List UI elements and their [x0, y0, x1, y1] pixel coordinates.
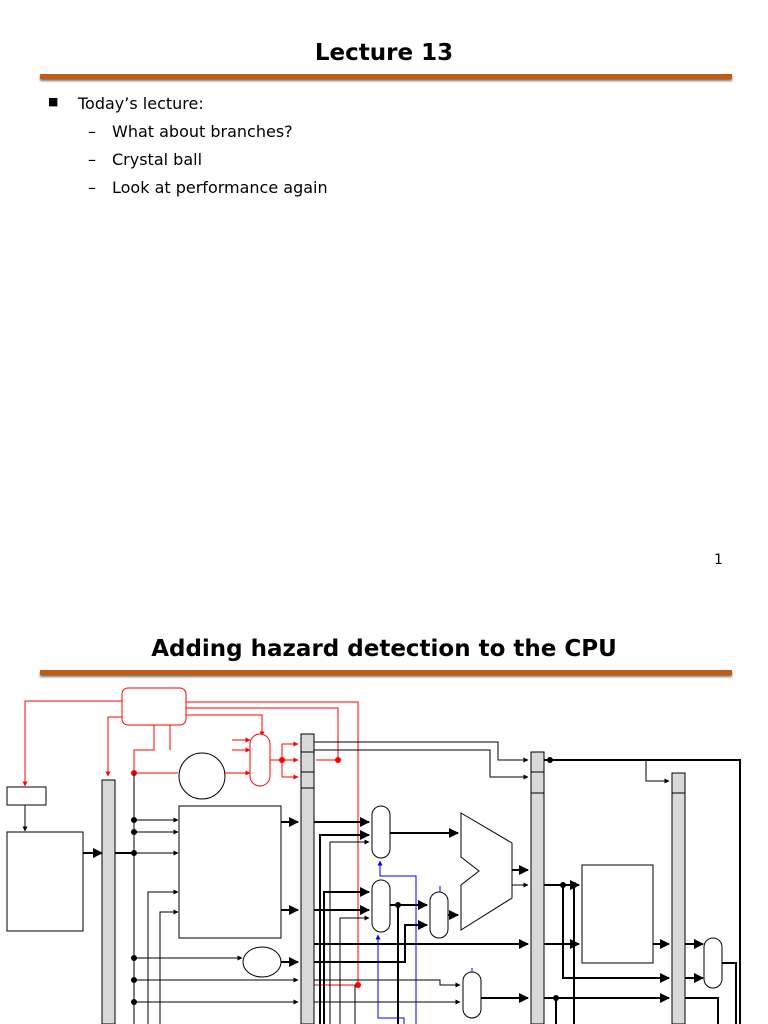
alu-unit	[460, 812, 513, 931]
alu-src-mux	[429, 891, 449, 939]
instruction-memory	[6, 831, 84, 932]
sub-item-text: Crystal ball	[112, 150, 203, 169]
mem-wb-register	[671, 772, 686, 1024]
if-id-register	[101, 779, 116, 1024]
title-rule	[40, 670, 732, 675]
pc-register	[6, 786, 47, 806]
sub-item: –Crystal ball	[88, 150, 203, 169]
data-memory	[581, 864, 654, 964]
ex-mem-register	[530, 751, 545, 1024]
square-bullet-icon: ■	[48, 95, 59, 108]
id-ex-register	[300, 733, 315, 1024]
forward-a-mux	[371, 805, 391, 859]
forward-b-mux	[371, 879, 391, 933]
control-unit	[178, 752, 226, 800]
bullet-text: Today’s lecture:	[78, 94, 204, 113]
slide-title: Adding hazard detection to the CPU	[151, 636, 617, 662]
sub-item: –Look at performance again	[88, 178, 328, 197]
slide-title: Lecture 13	[314, 40, 454, 66]
title-rule	[40, 74, 732, 79]
sub-item-text: Look at performance again	[112, 178, 328, 197]
sub-item: –What about branches?	[88, 122, 293, 141]
sub-item-text: What about branches?	[112, 122, 293, 141]
page-number: 1	[714, 552, 723, 568]
hazard-mux	[249, 733, 271, 787]
register-file	[178, 805, 282, 939]
reg-dst-mux	[462, 971, 482, 1019]
mem-to-reg-mux	[703, 937, 723, 989]
cpu-datapath-diagram	[6, 687, 741, 1024]
sign-extend	[242, 946, 282, 978]
hazard-detection-unit	[22, 687, 359, 986]
